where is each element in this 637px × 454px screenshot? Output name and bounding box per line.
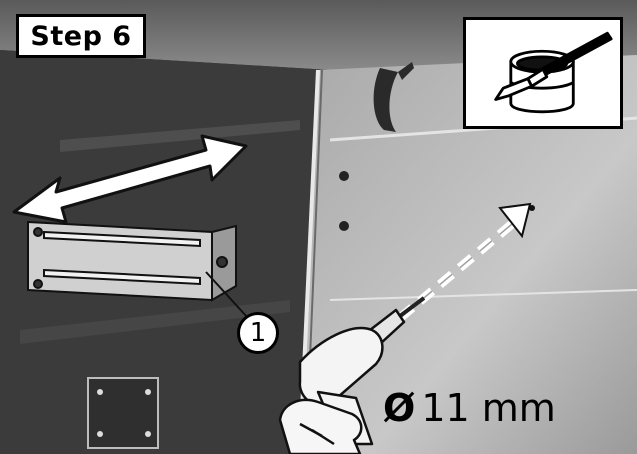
rail-bracket — [28, 222, 236, 300]
diameter-symbol: Ø — [383, 386, 415, 430]
drill-diameter-label: Ø 11 mm — [383, 381, 553, 435]
callout-number-1: 1 — [237, 312, 279, 354]
paint-brush-pot-icon — [463, 17, 623, 129]
step-label: Step 6 — [16, 14, 146, 58]
diameter-value: 11 mm — [421, 386, 555, 430]
